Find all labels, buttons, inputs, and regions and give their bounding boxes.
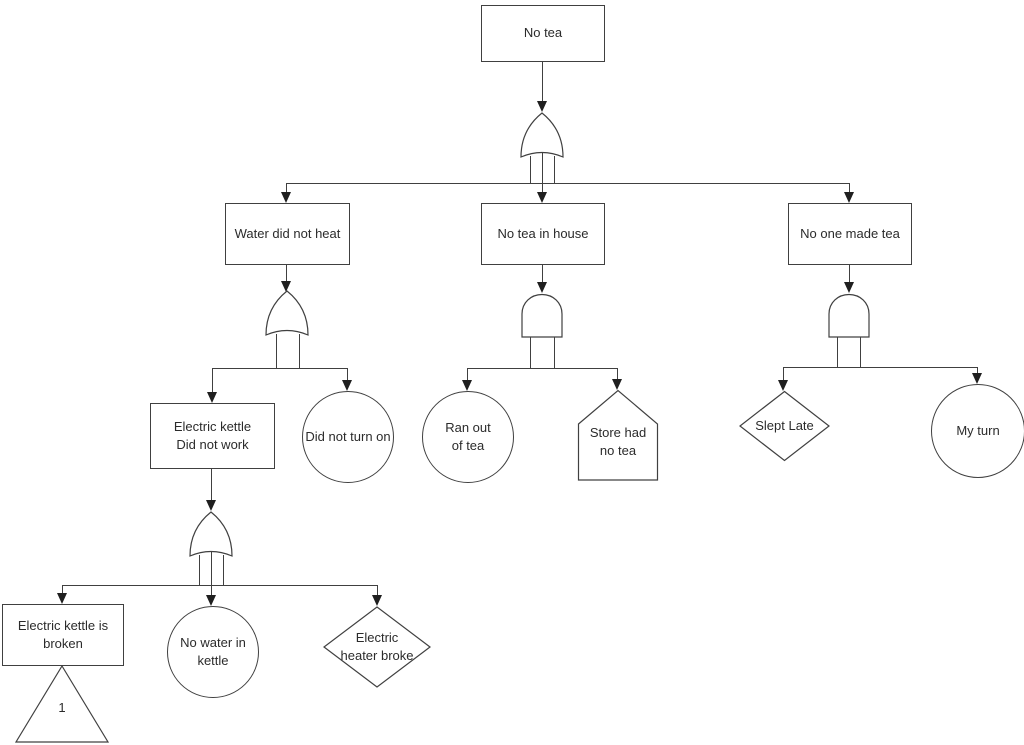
node-no-one-made-tea: No one made tea [788, 203, 912, 265]
arrowhead-icon [207, 392, 217, 403]
arrowhead-icon [281, 281, 291, 292]
arrowhead-icon [462, 380, 472, 391]
connector [286, 263, 287, 282]
connector [554, 337, 555, 368]
arrowhead-icon [972, 373, 982, 384]
connector [286, 183, 849, 184]
connector [276, 334, 277, 368]
arrowhead-icon [281, 192, 291, 203]
connector [554, 156, 555, 183]
and-gate-icon [521, 293, 563, 338]
connector [199, 555, 200, 585]
node-electric-kettle-did-not-work: Electric kettle Did not work [150, 403, 275, 469]
or-gate-icon [189, 511, 233, 557]
node-label: No tea [523, 25, 563, 41]
node-label: Did not turn on [305, 428, 391, 444]
node-no-tea: No tea [481, 5, 605, 62]
node-no-tea-in-house: No tea in house [481, 203, 605, 265]
node-no-water-in-kettle: No water in kettle [167, 606, 259, 698]
node-my-turn: My turn [931, 384, 1024, 478]
connector [347, 368, 348, 381]
node-did-not-turn-on: Did not turn on [302, 391, 394, 483]
connector [849, 263, 850, 283]
node-label: Electric kettle is broken [17, 617, 109, 651]
connector [212, 368, 213, 393]
arrowhead-icon [844, 282, 854, 293]
arrowhead-icon [342, 380, 352, 391]
arrowhead-icon [57, 593, 67, 604]
node-electric-kettle-is-broken: Electric kettle is broken [2, 604, 124, 666]
node-ran-out-of-tea: Ran out of tea [422, 391, 514, 483]
node-electric-heater-broke-diamond-icon [323, 606, 431, 688]
connector [299, 334, 300, 368]
connector [530, 337, 531, 368]
node-label: No water in kettle [180, 634, 246, 668]
connector [286, 183, 287, 193]
connector [377, 585, 378, 597]
connector [223, 555, 224, 585]
arrowhead-icon [372, 595, 382, 606]
connector [542, 60, 543, 102]
connector [542, 150, 543, 192]
connector [849, 183, 850, 193]
or-gate-icon [520, 112, 564, 158]
connector [837, 337, 838, 367]
arrowhead-icon [537, 101, 547, 112]
transfer-triangle-icon [14, 664, 110, 743]
arrowhead-icon [537, 282, 547, 293]
node-label: No tea in house [497, 225, 589, 241]
arrowhead-icon [844, 192, 854, 203]
node-label: My turn [956, 422, 1000, 438]
connector [530, 156, 531, 183]
arrowhead-icon [537, 192, 547, 203]
arrowhead-icon [778, 380, 788, 391]
connector [542, 263, 543, 283]
node-label: No one made tea [800, 225, 900, 241]
connector [62, 585, 63, 594]
connector [467, 368, 617, 369]
connector [617, 368, 618, 380]
node-store-had-no-tea-house-icon [577, 389, 659, 481]
connector [212, 368, 347, 369]
connector [211, 467, 212, 501]
node-label: Electric kettle Did not work [173, 418, 252, 452]
connector [467, 368, 468, 381]
node-water-did-not-heat: Water did not heat [225, 203, 350, 265]
connector [783, 367, 784, 380]
arrowhead-icon [612, 379, 622, 390]
connector [62, 585, 377, 586]
arrowhead-icon [206, 500, 216, 511]
connector [783, 367, 977, 368]
node-label: Ran out of tea [445, 419, 491, 453]
node-label: Water did not heat [234, 225, 341, 241]
arrowhead-icon [206, 595, 216, 606]
or-gate-icon [265, 290, 309, 336]
node-slept-late-diamond-icon [739, 390, 830, 462]
connector [860, 337, 861, 367]
connector [211, 549, 212, 595]
connector [977, 367, 978, 374]
and-gate-icon [828, 293, 870, 338]
